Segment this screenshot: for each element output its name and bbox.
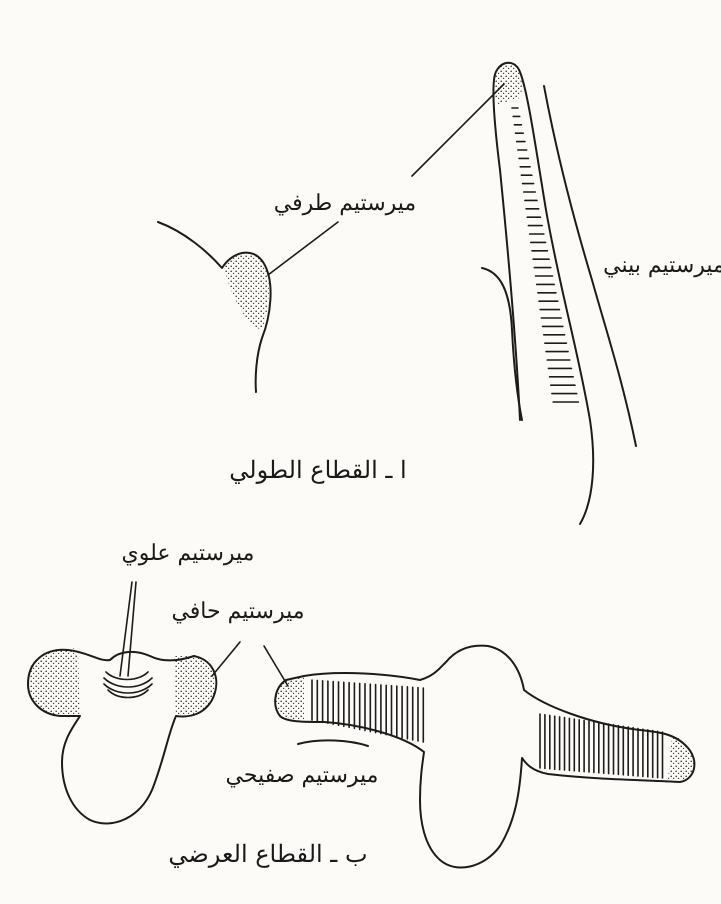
cross-section-caption: ب ـ القطاع العرضي <box>168 840 367 868</box>
apical-meristem-label: ميرستيم طرفي <box>274 191 416 216</box>
left-margin-stipple <box>276 676 304 720</box>
blade-hatching-left <box>312 680 423 742</box>
plate-meristem-label: ميرستيم صفيحي <box>226 763 379 788</box>
long-shoot <box>482 63 636 524</box>
left-cross-section <box>28 648 216 823</box>
blade-outline <box>275 646 694 868</box>
right-cross-section <box>275 646 694 868</box>
left-shoot-apex <box>158 222 271 392</box>
upper-meristem-pointer-2 <box>128 582 136 676</box>
longitudinal-section-caption: ا ـ القطاع الطولي <box>229 456 406 484</box>
cross-section-panel: ميرستيم علوي ميرستيم حافي ميرستيم صفيحي … <box>28 541 695 868</box>
marginal-meristem-pointer-left <box>212 642 240 676</box>
marginal-meristem-label: ميرستيم حافي <box>171 599 304 624</box>
plate-meristem-bracket <box>298 740 368 746</box>
upper-meristem-pointer-1 <box>120 582 132 676</box>
apical-meristem-pointer-tip <box>412 84 504 176</box>
intercalary-meristem-label: ميرستيم بيني <box>603 253 721 278</box>
upper-arc-3 <box>104 684 152 693</box>
apical-meristem-pointer-left <box>268 222 338 275</box>
intercalary-hatching <box>512 108 578 402</box>
upper-meristem-label: ميرستيم علوي <box>122 541 255 566</box>
apex-dome-stipple <box>224 253 269 330</box>
longitudinal-section-panel: ميرستيم طرفي ميرستيم بيني ا ـ القطاع الط… <box>158 63 721 524</box>
upper-arc-1 <box>106 672 148 680</box>
